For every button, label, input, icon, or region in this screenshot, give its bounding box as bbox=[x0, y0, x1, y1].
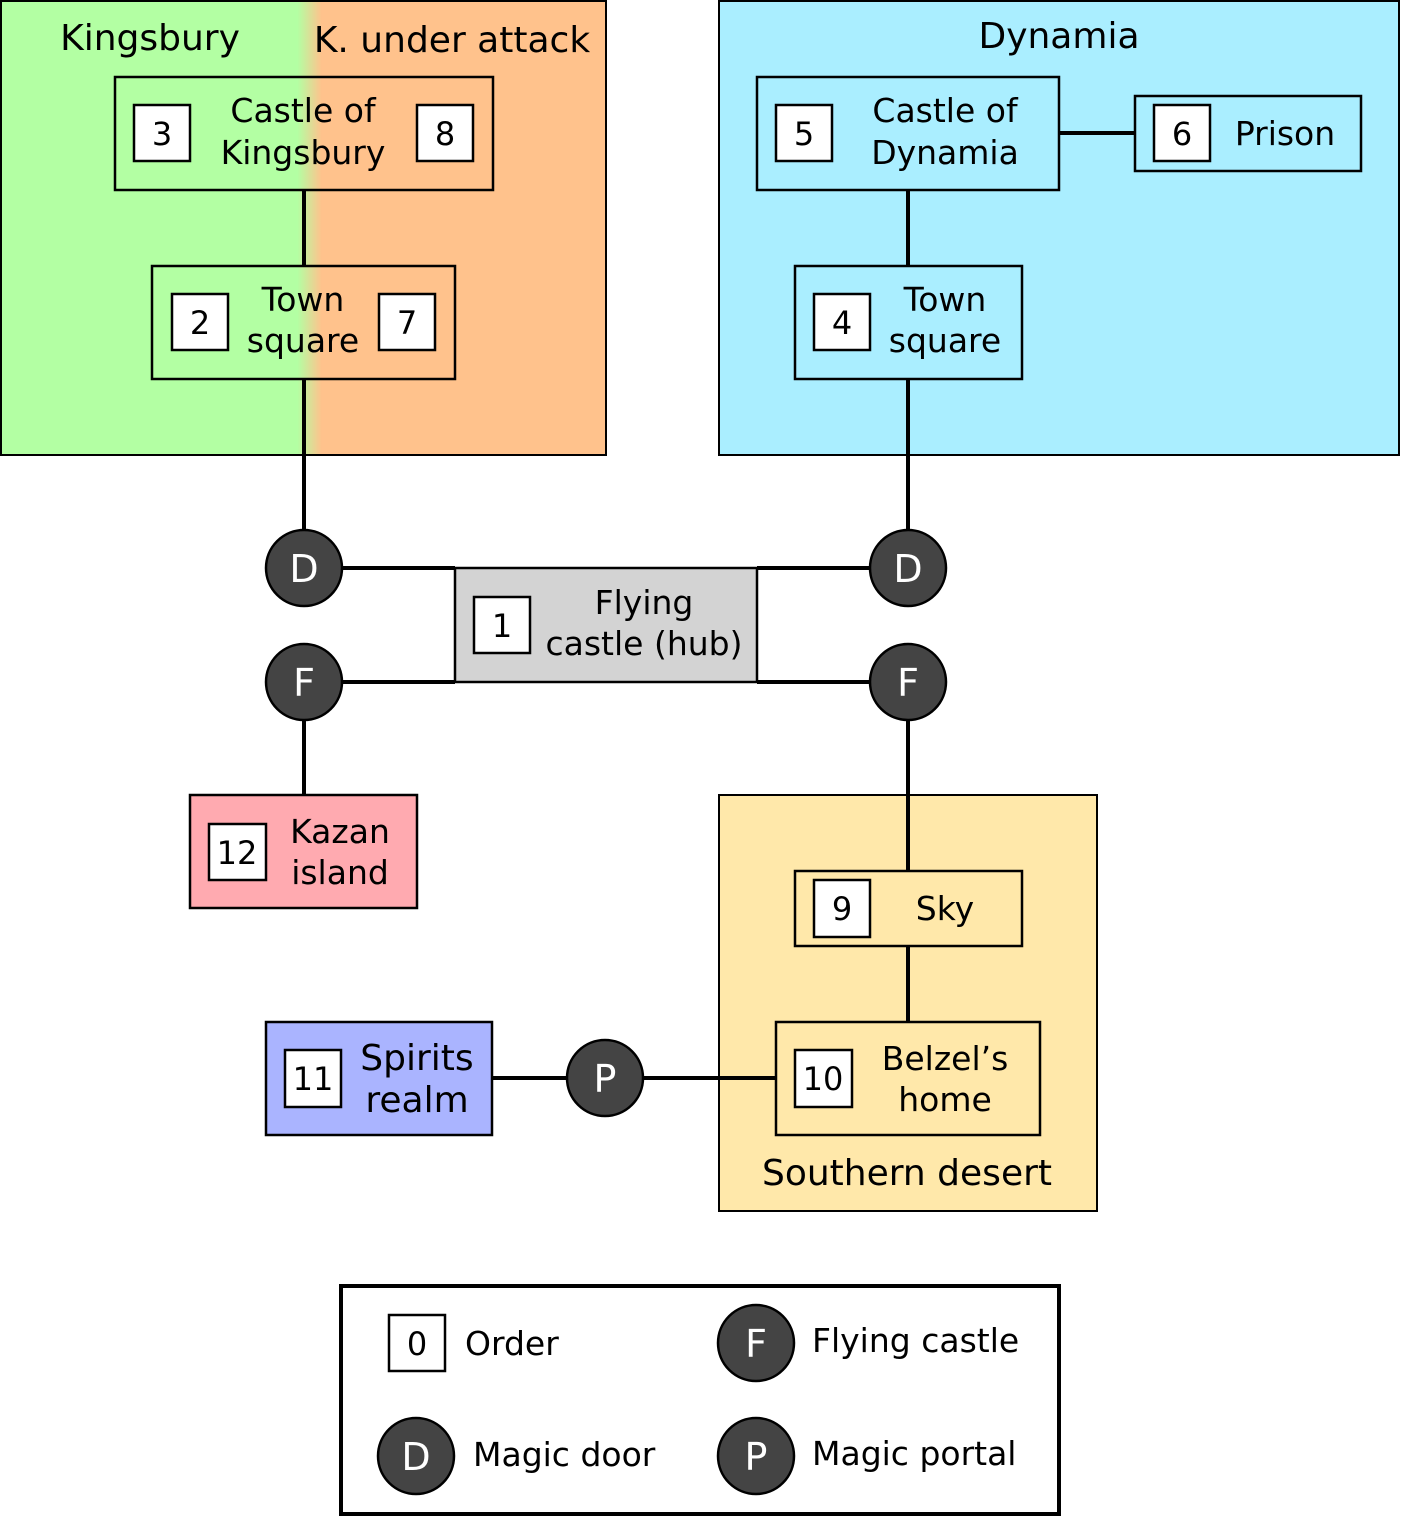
legend-flying-castle-symbol: F bbox=[745, 1322, 767, 1366]
location-label-line1: Spirits bbox=[360, 1038, 473, 1079]
region-dynamia: Dynamia bbox=[718, 0, 1400, 456]
region-dynamia-label: Dynamia bbox=[978, 16, 1139, 57]
legend-item-flying-castle: F Flying castle bbox=[716, 1303, 1019, 1383]
location-label-line2: island bbox=[291, 853, 389, 892]
flying-castle-connector-left: F bbox=[264, 642, 344, 722]
location-label: Prison bbox=[1235, 114, 1335, 153]
location-castle-of-kingsbury: 3 8 Castle of Kingsbury bbox=[113, 75, 495, 192]
order-box bbox=[1152, 103, 1212, 163]
flying-castle-icon bbox=[264, 642, 344, 722]
location-label-line1: Flying bbox=[595, 583, 694, 622]
order-number: 2 bbox=[190, 304, 210, 342]
order-number: 5 bbox=[794, 115, 814, 153]
location-flying-castle-hub: 1 Flying castle (hub) bbox=[453, 566, 759, 684]
location-prison: 6 Prison bbox=[1133, 94, 1363, 173]
location-label-line2: home bbox=[898, 1080, 992, 1119]
location-label-line2: square bbox=[889, 321, 1001, 360]
legend-magic-portal-symbol: P bbox=[745, 1435, 768, 1479]
legend-magic-portal-label: Magic portal bbox=[812, 1434, 1016, 1473]
flying-castle-icon bbox=[868, 642, 948, 722]
location-town-square-dynamia: 4 Town square bbox=[793, 264, 1024, 381]
order-number: 11 bbox=[293, 1060, 334, 1098]
order-number: 9 bbox=[832, 890, 852, 928]
order-number: 7 bbox=[397, 304, 417, 342]
legend-item-magic-door: D Magic door bbox=[376, 1416, 656, 1496]
location-label: Sky bbox=[916, 889, 974, 928]
connection-lines bbox=[302, 131, 1135, 1080]
order-number: 6 bbox=[1172, 115, 1192, 153]
order-box bbox=[472, 595, 532, 655]
location-label-line2: castle (hub) bbox=[546, 624, 743, 663]
location-label-line1: Town bbox=[903, 280, 987, 319]
connector-letter: P bbox=[594, 1057, 617, 1101]
location-sky: 9 Sky bbox=[793, 869, 1024, 948]
order-number: 10 bbox=[803, 1060, 844, 1098]
legend-flying-castle-label: Flying castle bbox=[812, 1321, 1019, 1360]
connector-letter: F bbox=[293, 661, 315, 705]
order-number: 8 bbox=[435, 115, 455, 153]
connector-letter: D bbox=[289, 547, 318, 591]
order-box bbox=[207, 822, 268, 882]
connector-letter: F bbox=[897, 661, 919, 705]
order-number: 12 bbox=[217, 834, 258, 872]
location-label-line2: square bbox=[247, 321, 359, 360]
legend-item-magic-portal: P Magic portal bbox=[716, 1416, 1016, 1496]
magic-door-icon bbox=[868, 528, 948, 608]
magic-door-connector-left: D bbox=[264, 528, 344, 608]
magic-door-connector-right: D bbox=[868, 528, 948, 608]
location-label-line2: realm bbox=[365, 1080, 468, 1121]
legend-order-symbol: 0 bbox=[407, 1325, 427, 1363]
flying-castle-connector-right: F bbox=[868, 642, 948, 722]
order-box bbox=[377, 292, 437, 352]
order-box bbox=[132, 103, 192, 163]
region-southern-desert-label: Southern desert bbox=[762, 1153, 1052, 1194]
legend-magic-door-label: Magic door bbox=[473, 1435, 656, 1474]
location-label-line1: Castle of bbox=[872, 91, 1019, 130]
connector-letter: D bbox=[893, 547, 922, 591]
location-spirits-realm: 11 Spirits realm bbox=[264, 1020, 494, 1137]
legend-item-order: 0 Order bbox=[387, 1313, 559, 1373]
order-box bbox=[812, 292, 872, 352]
location-label-line1: Kazan bbox=[290, 812, 390, 851]
order-box-icon bbox=[387, 1313, 447, 1373]
location-label-line1: Town bbox=[261, 280, 345, 319]
location-label-line2: Dynamia bbox=[871, 133, 1019, 172]
magic-portal-connector: P bbox=[565, 1038, 645, 1118]
legend-magic-door-symbol: D bbox=[401, 1435, 430, 1479]
region-kingsbury-attack-label: K. under attack bbox=[314, 20, 591, 61]
legend-order-label: Order bbox=[465, 1324, 559, 1363]
location-label-line1: Castle of bbox=[230, 91, 377, 130]
legend: 0 Order F Flying castle D Magic door P M… bbox=[339, 1284, 1061, 1516]
location-town-square-kingsbury: 2 7 Town square bbox=[150, 264, 457, 381]
location-label-line1: Belzel’s bbox=[882, 1039, 1009, 1078]
order-box bbox=[774, 103, 834, 163]
region-kingsbury-label: Kingsbury bbox=[60, 18, 240, 59]
order-box bbox=[170, 292, 230, 352]
location-kazan-island: 12 Kazan island bbox=[188, 793, 419, 910]
location-castle-of-dynamia: 5 Castle of Dynamia bbox=[755, 75, 1061, 192]
flying-castle-icon bbox=[716, 1303, 796, 1383]
magic-door-icon bbox=[376, 1416, 456, 1496]
order-box bbox=[415, 103, 475, 163]
order-number: 1 bbox=[492, 607, 512, 645]
order-number: 3 bbox=[152, 115, 172, 153]
order-box bbox=[283, 1048, 343, 1109]
order-box bbox=[793, 1048, 854, 1109]
order-box bbox=[812, 878, 872, 939]
magic-door-icon bbox=[264, 528, 344, 608]
magic-portal-icon bbox=[716, 1416, 796, 1496]
location-belzels-home: 10 Belzel’s home bbox=[774, 1020, 1042, 1137]
order-number: 4 bbox=[832, 304, 852, 342]
magic-portal-icon bbox=[565, 1038, 645, 1118]
location-label-line2: Kingsbury bbox=[221, 133, 386, 172]
